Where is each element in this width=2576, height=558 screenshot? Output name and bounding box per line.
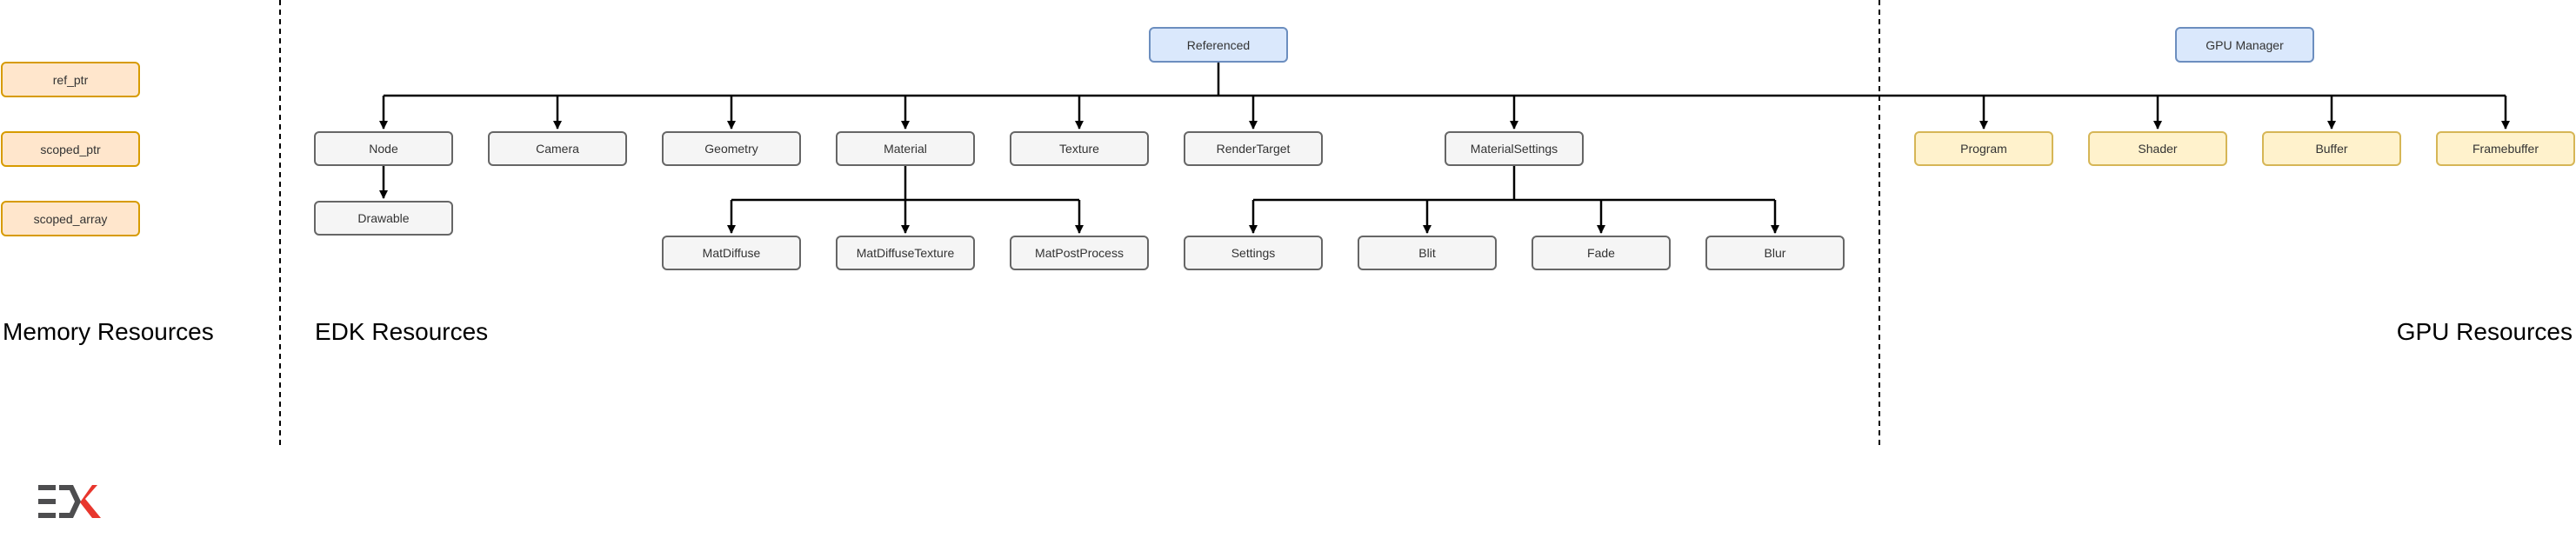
node-fade: Fade bbox=[1532, 236, 1671, 270]
node-referenced: Referenced bbox=[1149, 27, 1288, 63]
node-render-target: RenderTarget bbox=[1184, 131, 1323, 166]
section-title-memory: Memory Resources bbox=[3, 318, 214, 345]
node-blit: Blit bbox=[1358, 236, 1497, 270]
node-gpu-manager: GPU Manager bbox=[2175, 27, 2314, 63]
section-title-edk: EDK Resources bbox=[315, 318, 489, 345]
node-mat-diffuse-texture: MatDiffuseTexture bbox=[836, 236, 975, 270]
node-program: Program bbox=[1914, 131, 2053, 166]
node-framebuffer: Framebuffer bbox=[2436, 131, 2575, 166]
node-mat-diffuse: MatDiffuse bbox=[662, 236, 801, 270]
node-camera: Camera bbox=[488, 131, 627, 166]
node-node: Node bbox=[314, 131, 453, 166]
node-shader: Shader bbox=[2088, 131, 2227, 166]
node-scoped-array: scoped_array bbox=[1, 201, 140, 236]
node-settings: Settings bbox=[1184, 236, 1323, 270]
node-blur: Blur bbox=[1705, 236, 1845, 270]
node-buffer: Buffer bbox=[2262, 131, 2401, 166]
node-material: Material bbox=[836, 131, 975, 166]
node-mat-post-process: MatPostProcess bbox=[1010, 236, 1149, 270]
node-scoped-ptr: scoped_ptr bbox=[1, 131, 140, 167]
node-geometry: Geometry bbox=[662, 131, 801, 166]
node-material-settings: MaterialSettings bbox=[1445, 131, 1584, 166]
node-drawable: Drawable bbox=[314, 201, 453, 236]
section-title-gpu: GPU Resources bbox=[2396, 318, 2573, 345]
node-texture: Texture bbox=[1010, 131, 1149, 166]
edk-logo-icon bbox=[38, 485, 101, 518]
node-ref-ptr: ref_ptr bbox=[1, 62, 140, 97]
